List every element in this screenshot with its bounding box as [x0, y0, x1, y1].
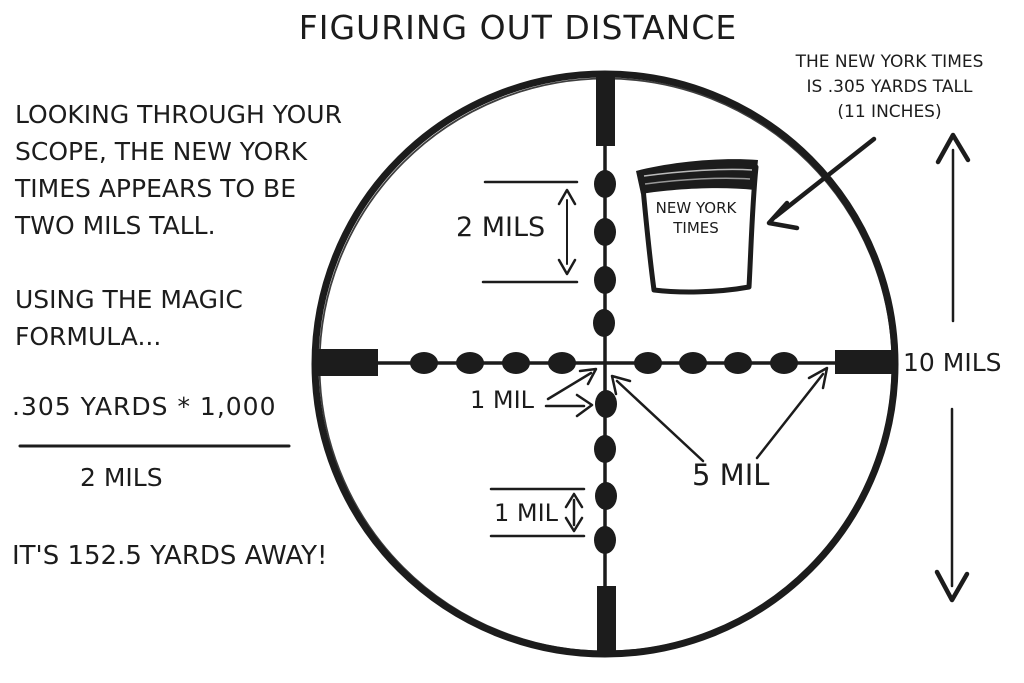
five-mil-arrow-to-center — [610, 374, 705, 463]
intro-line: TIMES APPEARS TO BE — [15, 174, 297, 203]
result-text: IT'S 152.5 YARDS AWAY! — [12, 541, 328, 571]
mil-dot — [410, 352, 438, 374]
mil-dot — [593, 309, 615, 337]
magic-line: USING THE MAGIC — [15, 285, 243, 314]
mil-dot — [456, 352, 484, 374]
one-mil-arrow-to-center — [546, 367, 598, 401]
reticle-post-bottom — [597, 586, 616, 655]
mil-dot — [502, 352, 530, 374]
newspaper-title: NEW YORK TIMES — [645, 198, 747, 238]
mil-dot — [724, 352, 752, 374]
mil-dot — [594, 526, 616, 554]
mil-dot — [594, 170, 616, 198]
mil-dot — [634, 352, 662, 374]
mil-dot — [594, 266, 616, 294]
label-five-mil: 5 MIL — [692, 458, 770, 492]
intro-paragraph: LOOKING THROUGH YOUR SCOPE, THE NEW YORK… — [15, 96, 342, 244]
label-ten-mils: 10 MILS — [903, 348, 1002, 377]
label-two-mils: 2 MILS — [456, 212, 546, 243]
mil-dot — [594, 435, 616, 463]
one-mil-arrow-to-dot — [544, 393, 594, 418]
newspaper-masthead-band — [636, 159, 758, 194]
newspaper-masthead-streak — [644, 177, 751, 185]
mil-dot — [679, 352, 707, 374]
callout-line: IS .305 YARDS TALL — [806, 77, 973, 97]
mil-dot — [594, 218, 616, 246]
newspaper-title-line: TIMES — [673, 219, 719, 237]
page-title: FIGURING OUT DISTANCE — [298, 8, 738, 47]
mil-dot — [595, 482, 617, 510]
newspaper-masthead-streak — [643, 168, 753, 177]
intro-line: SCOPE, THE NEW YORK — [15, 137, 308, 166]
reticle-post-top — [596, 76, 615, 146]
formula-denominator: 2 MILS — [80, 463, 163, 492]
ten-mils-span-arrow — [934, 132, 971, 603]
newspaper-icon — [636, 159, 759, 295]
callout-line: (11 INCHES) — [837, 102, 942, 122]
callout-arrow — [766, 136, 877, 231]
formula-numerator: .305 YARDS * 1,000 — [12, 392, 277, 421]
callout-text: THE NEW YORK TIMES IS .305 YARDS TALL (1… — [762, 50, 1017, 125]
reticle-post-right — [835, 350, 898, 374]
mil-dot — [595, 390, 617, 418]
one-mil-lower-bracket — [489, 487, 586, 538]
reticle-post-left — [315, 349, 378, 376]
label-one-mil-lower: 1 MIL — [494, 499, 559, 527]
magic-line: FORMULA... — [15, 322, 162, 351]
mil-dot — [770, 352, 798, 374]
mil-dot — [548, 352, 576, 374]
label-one-mil-center: 1 MIL — [470, 386, 535, 414]
callout-line: THE NEW YORK TIMES — [795, 52, 984, 72]
two-mils-bracket — [481, 180, 579, 284]
five-mil-arrow-to-post — [755, 366, 829, 460]
intro-line: TWO MILS TALL. — [15, 211, 216, 240]
magic-formula-paragraph: USING THE MAGIC FORMULA... — [15, 281, 243, 355]
newspaper-title-line: NEW YORK — [655, 199, 737, 217]
intro-line: LOOKING THROUGH YOUR — [15, 100, 342, 129]
